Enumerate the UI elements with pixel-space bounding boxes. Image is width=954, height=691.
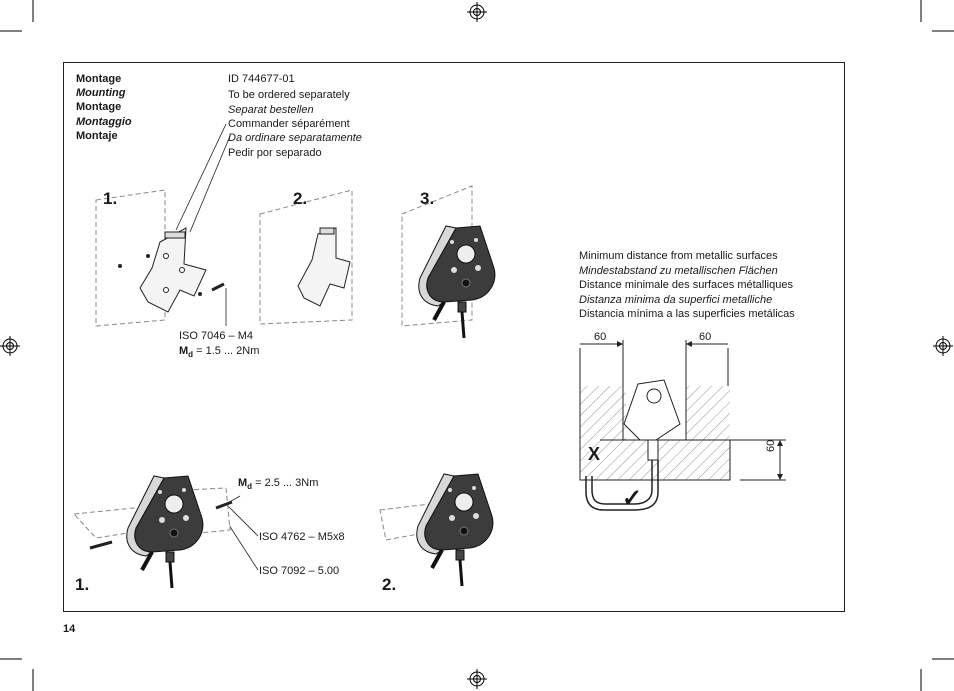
check-mark-icon: ✓	[622, 485, 643, 512]
order-separately-de: Separat bestellen	[228, 104, 314, 116]
dim-left-60: 60	[594, 331, 607, 343]
iso-7092-label: ISO 7092 – 5.00	[259, 565, 340, 577]
registration-mark-right	[933, 336, 953, 356]
title-montage-de: Montage	[76, 73, 122, 85]
title-montaggio-it: Montaggio	[76, 116, 132, 128]
page-number: 14	[63, 623, 76, 635]
registration-mark-bottom	[467, 669, 487, 689]
torque-top: Md = 1.5 ... 2Nm	[179, 345, 260, 360]
step-2-top: 2.	[293, 189, 308, 208]
dim-vertical-60: 60	[765, 439, 777, 452]
registration-mark-left	[0, 336, 20, 356]
title-mounting-en: Mounting	[76, 87, 126, 99]
step3-top-illustration	[401, 185, 497, 340]
distance-de: Mindestabstand zu metallischen Flächen	[579, 265, 778, 277]
torque-bottom: Md = 2.5 ... 3Nm	[238, 477, 319, 492]
distance-diagram	[579, 340, 786, 511]
distance-it: Distanza minima da superfici metalliche	[579, 294, 773, 306]
order-separately-es: Pedir por separado	[228, 147, 322, 159]
step2-bottom-illustration	[379, 472, 495, 588]
step-2-bottom: 2.	[382, 575, 397, 594]
dim-right-60: 60	[699, 331, 712, 343]
step-1-bottom: 1.	[75, 575, 90, 594]
title-montage-fr: Montage	[76, 101, 122, 113]
step-1-top: 1.	[103, 189, 118, 208]
step-3-top: 3.	[420, 189, 435, 208]
order-separately-en: To be ordered separately	[228, 89, 350, 101]
title-montaje-es: Montaje	[76, 130, 118, 142]
iso-7046-label: ISO 7046 – M4	[179, 330, 253, 342]
distance-fr: Distance minimale des surfaces métalliqu…	[579, 279, 793, 291]
iso-4762-label: ISO 4762 – M5x8	[259, 531, 345, 543]
registration-mark-top	[467, 2, 487, 22]
content-frame	[63, 62, 845, 612]
order-separately-fr: Commander séparément	[228, 118, 350, 130]
step1-bottom-illustration	[72, 474, 233, 590]
distance-es: Distancia mínima a las superficies metál…	[579, 308, 795, 320]
step2-top-illustration	[259, 189, 353, 325]
order-separately-it: Da ordinare separatamente	[228, 132, 362, 144]
wrong-mark-icon: X	[588, 444, 601, 464]
step1-top-illustration	[95, 189, 225, 327]
order-id: ID 744677-01	[228, 73, 295, 85]
distance-en: Minimum distance from metallic surfaces	[579, 250, 778, 262]
